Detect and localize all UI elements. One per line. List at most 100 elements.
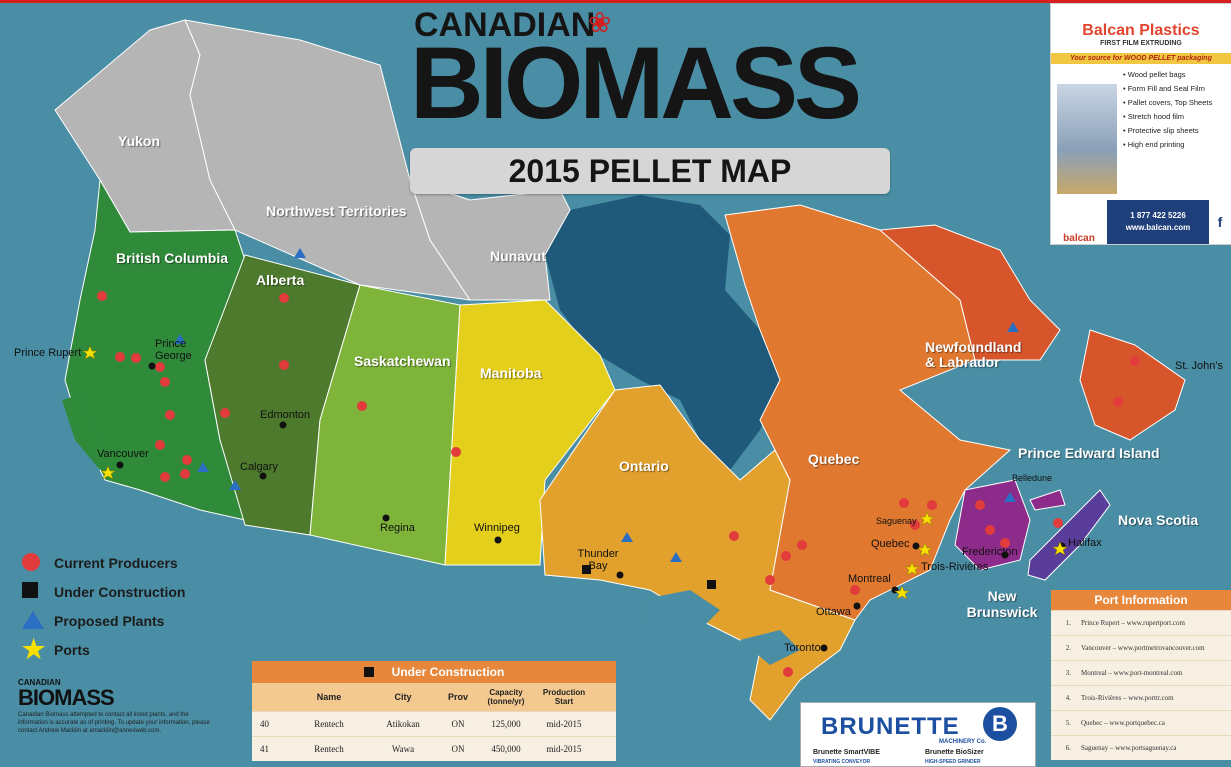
producer-marker — [182, 455, 192, 465]
region-saskatchewan — [309, 284, 461, 566]
label-manitoba: Manitoba — [480, 365, 542, 381]
city-belledune: Belledune — [1012, 473, 1053, 483]
proposed-marker — [229, 480, 241, 490]
uc-col-city: City — [394, 692, 412, 702]
port-star — [894, 585, 910, 600]
city-saguenay: Saguenay — [876, 516, 917, 526]
balcan-web[interactable]: www.balcan.com — [1125, 223, 1191, 232]
list-item: 5.Quebec – www.portquebec.ca — [1051, 710, 1231, 735]
list-item: 4.Trois-Rivières – www.porttr.com — [1051, 685, 1231, 710]
balcan-logo: balcan — [1051, 200, 1107, 244]
legend-construction-label: Under Construction — [54, 583, 186, 600]
uc-col-name: Name — [316, 692, 342, 702]
legend-current-producers: Current Producers — [22, 548, 185, 577]
producer-marker — [279, 293, 289, 303]
region-nunavut — [409, 179, 571, 301]
brunette-product-1: Brunette SmartVIBE — [813, 749, 880, 756]
maple-leaf-icon: ❀ — [588, 7, 612, 38]
label-nunavut: Nunavut — [490, 248, 546, 264]
city-calgary: Calgary — [240, 461, 278, 473]
legend-current-label: Current Producers — [54, 554, 178, 571]
city-dot — [382, 514, 390, 522]
producer-marker — [797, 540, 807, 550]
city-montreal: Montreal — [848, 573, 891, 585]
pellet-bags-image — [1057, 84, 1117, 194]
proposed-marker — [294, 248, 306, 258]
city-dot — [494, 536, 502, 544]
header-canadian: CANADIAN — [414, 6, 596, 44]
proposed-marker — [670, 552, 682, 562]
proposed-markers — [174, 248, 1019, 562]
fp-logo-icon: f — [1209, 200, 1231, 244]
square-icon — [363, 667, 374, 677]
balcan-tag2: Your source for WOOD PELLET packaging — [1051, 53, 1231, 64]
city-ottawa: Ottawa — [816, 606, 851, 618]
port-markers — [82, 345, 1068, 600]
list-item: 6.Saguenay – www.portsaguenay.ca — [1051, 735, 1231, 760]
label-nwt: Northwest Territories — [266, 203, 407, 219]
proposed-marker — [621, 532, 633, 542]
producer-marker — [115, 352, 125, 362]
port-star — [100, 465, 116, 480]
star-icon: ★ — [22, 633, 46, 664]
producer-marker — [97, 291, 107, 301]
producer-marker — [783, 667, 793, 677]
footer-logo-big: BIOMASS — [18, 685, 115, 710]
producer-marker — [357, 401, 367, 411]
proposed-marker — [197, 462, 209, 472]
brunette-sub: MACHINERY Co. — [939, 739, 987, 745]
list-item: 2.Vancouver – www.portmetrovancouver.com — [1051, 635, 1231, 660]
list-item: • Form Fill and Seal Film — [1123, 84, 1205, 93]
legend-under-construction: Under Construction — [22, 577, 185, 606]
uc-col-prov: Prov — [447, 692, 468, 702]
region-nova-scotia — [1027, 489, 1111, 581]
proposed-marker — [174, 334, 186, 344]
square-icon — [22, 581, 38, 598]
label-bc: British Columbia — [116, 250, 229, 266]
port-information: Port Information 1.Prince Rupert – www.r… — [1051, 590, 1231, 760]
port-star — [1052, 541, 1068, 556]
city-dot — [116, 461, 124, 469]
label-yukon: Yukon — [118, 133, 161, 149]
construction-marker — [707, 580, 716, 589]
list-item: • Pallet covers, Top Sheets — [1123, 98, 1213, 107]
legend-ports-label: Ports — [54, 641, 90, 658]
port-star — [919, 511, 935, 526]
producer-marker — [850, 585, 860, 595]
producer-marker — [975, 500, 985, 510]
producer-marker — [165, 410, 175, 420]
map-subtitle-text: 2015 PELLET MAP — [508, 152, 792, 189]
footer-logo-small: CANADIAN — [18, 678, 61, 687]
city-dot — [1001, 551, 1009, 559]
brunette-ad[interactable]: BRUNETTE B MACHINERY Co. Brunette SmartV… — [800, 702, 1036, 767]
city-st-johns: St. John's — [1175, 360, 1223, 372]
port-title: Port Information — [1051, 590, 1231, 610]
circle-icon — [22, 552, 40, 571]
legend-ports: ★ Ports — [22, 635, 185, 664]
city-prince-rupert: Prince Rupert — [14, 347, 82, 359]
list-item: • High end printing — [1123, 140, 1185, 149]
balcan-ad[interactable]: Balcan Plastics FIRST FILM EXTRUDING You… — [1050, 3, 1231, 245]
triangle-icon — [22, 610, 44, 629]
legend-proposed-label: Proposed Plants — [54, 612, 165, 629]
footer-logo: CANADIAN BIOMASS — [18, 678, 115, 710]
region-newfoundland — [1079, 329, 1186, 441]
uc-col-start: Production Start — [542, 688, 586, 706]
proposed-marker — [1007, 322, 1019, 332]
producer-marker — [451, 447, 461, 457]
region-manitoba — [444, 299, 616, 566]
balcan-tag1: FIRST FILM EXTRUDING — [1100, 40, 1182, 47]
vancouver-island — [62, 395, 105, 470]
under-construction-table: Under Construction Name City Prov Capaci… — [252, 661, 616, 761]
city-fredericton: Fredericton — [962, 546, 1018, 558]
producer-marker — [781, 551, 791, 561]
balcan-phone: 1 877 422 5226 — [1130, 211, 1186, 220]
producer-marker — [160, 377, 170, 387]
list-item: • Protective slip sheets — [1123, 126, 1199, 135]
producer-markers — [97, 291, 1140, 677]
city-dot — [279, 421, 287, 429]
label-quebec: Quebec — [808, 451, 860, 467]
header-biomass: BIOMASS — [410, 26, 862, 140]
list-item: • Stretch hood film — [1123, 112, 1184, 121]
